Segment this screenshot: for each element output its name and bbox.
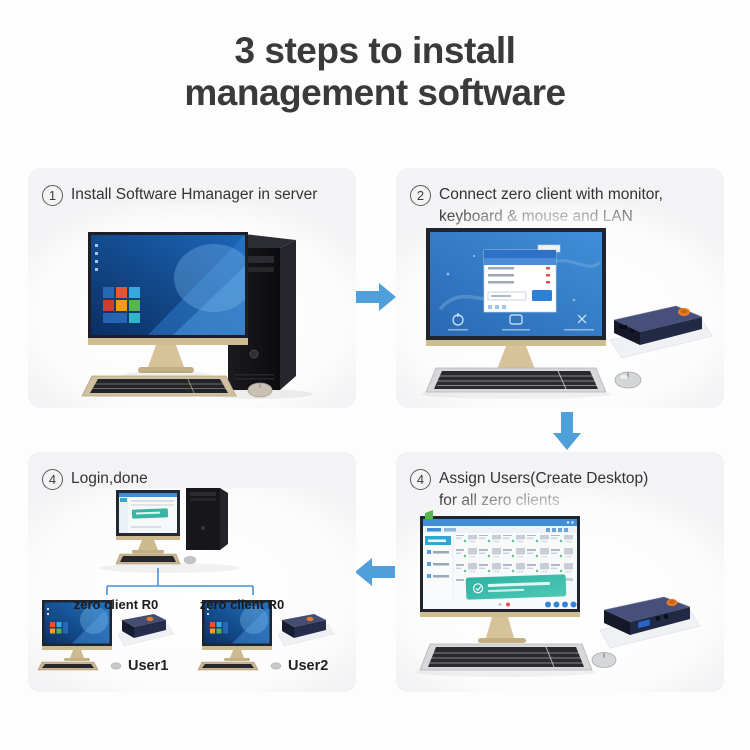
step1-number-badge: 1 bbox=[42, 185, 63, 206]
zero-client-device bbox=[599, 596, 701, 649]
server-computer bbox=[100, 488, 240, 573]
zero-client-device bbox=[609, 305, 713, 359]
dialog-ok-button bbox=[532, 290, 552, 301]
screen-footer-icons bbox=[452, 313, 587, 326]
step1-panel: 1 Install Software Hmanager in server bbox=[28, 168, 356, 408]
app-leaf-logo bbox=[425, 510, 433, 519]
keyboard bbox=[81, 375, 237, 397]
network-connector-lines bbox=[106, 568, 254, 595]
monitor bbox=[420, 510, 580, 643]
mouse bbox=[247, 382, 273, 398]
app-sidebar bbox=[423, 533, 454, 601]
user1-label: User1 bbox=[128, 658, 169, 674]
arrow-left-icon bbox=[355, 558, 395, 586]
step3-number-badge: 4 bbox=[410, 469, 431, 490]
assign-toast bbox=[465, 574, 567, 600]
keyboard bbox=[421, 367, 611, 399]
keyboard bbox=[416, 643, 596, 677]
step4-number-badge: 4 bbox=[42, 469, 63, 490]
step4-header: 4 Login,done bbox=[42, 468, 148, 490]
user-grid bbox=[456, 535, 575, 581]
mouse bbox=[183, 556, 197, 564]
step1-label: Install Software Hmanager in server bbox=[71, 186, 318, 203]
page-title: 3 steps to install management software bbox=[184, 30, 566, 114]
step4-label: Login,done bbox=[71, 470, 148, 487]
step4-illustration bbox=[28, 488, 356, 692]
arrow-down-icon bbox=[553, 412, 581, 450]
login-dialog bbox=[483, 244, 561, 313]
step2-illustration bbox=[396, 204, 724, 408]
mouse bbox=[614, 371, 642, 389]
user2-label: User2 bbox=[288, 658, 329, 674]
step2-panel: 2 Connect zero client with monitor, keyb… bbox=[396, 168, 724, 408]
mouse bbox=[591, 652, 617, 668]
step3-illustration bbox=[396, 488, 724, 692]
start-tiles bbox=[103, 287, 140, 323]
vga-port bbox=[637, 618, 651, 629]
step4-panel: 4 Login,done bbox=[28, 452, 356, 692]
step2-number-badge: 2 bbox=[410, 185, 431, 206]
arrow-right-icon bbox=[356, 283, 396, 311]
monitor bbox=[88, 232, 248, 379]
zero-client-label-1: zero client R0 bbox=[73, 597, 159, 612]
server-tower bbox=[186, 488, 228, 550]
zero-client-label-2: zero client R0 bbox=[199, 597, 285, 612]
step1-header: 1 Install Software Hmanager in server bbox=[42, 184, 317, 206]
step3-panel: 4 Assign Users(Create Desktop) for all z… bbox=[396, 452, 724, 692]
step1-illustration bbox=[28, 204, 356, 408]
